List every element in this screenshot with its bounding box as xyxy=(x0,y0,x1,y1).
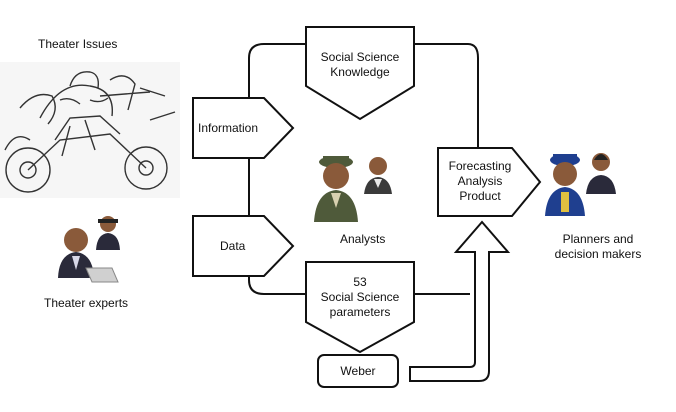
data-arrow xyxy=(192,215,295,277)
theater-experts-label: Theater experts xyxy=(44,296,129,310)
forecasting-analysis-product-label: Forecasting Analysis Product xyxy=(448,159,512,203)
information-label: Information xyxy=(198,121,259,135)
social-science-knowledge-box xyxy=(305,26,415,121)
analysts-icon xyxy=(314,156,392,222)
planners-icon xyxy=(545,153,616,216)
analysts-label: Analysts xyxy=(340,232,386,246)
weber-box xyxy=(317,354,399,388)
social-science-parameters-box xyxy=(305,261,415,354)
theater-issues-label: Theater Issues xyxy=(38,37,118,51)
planners-label: Planners and decision makers xyxy=(554,232,642,261)
central-loop xyxy=(248,43,479,295)
theater-experts-icon xyxy=(58,216,120,283)
forecasting-arrow xyxy=(437,147,542,217)
weber-to-forecasting-arrow xyxy=(409,220,511,382)
weber-label: Weber xyxy=(340,364,376,378)
information-arrow xyxy=(192,97,295,159)
data-label: Data xyxy=(220,239,246,253)
motorcycle-sketch-icon xyxy=(0,62,180,198)
social-science-knowledge-label: Social Science Knowledge xyxy=(320,50,400,79)
social-science-parameters-label: 53 Social Science parameters xyxy=(320,275,400,319)
